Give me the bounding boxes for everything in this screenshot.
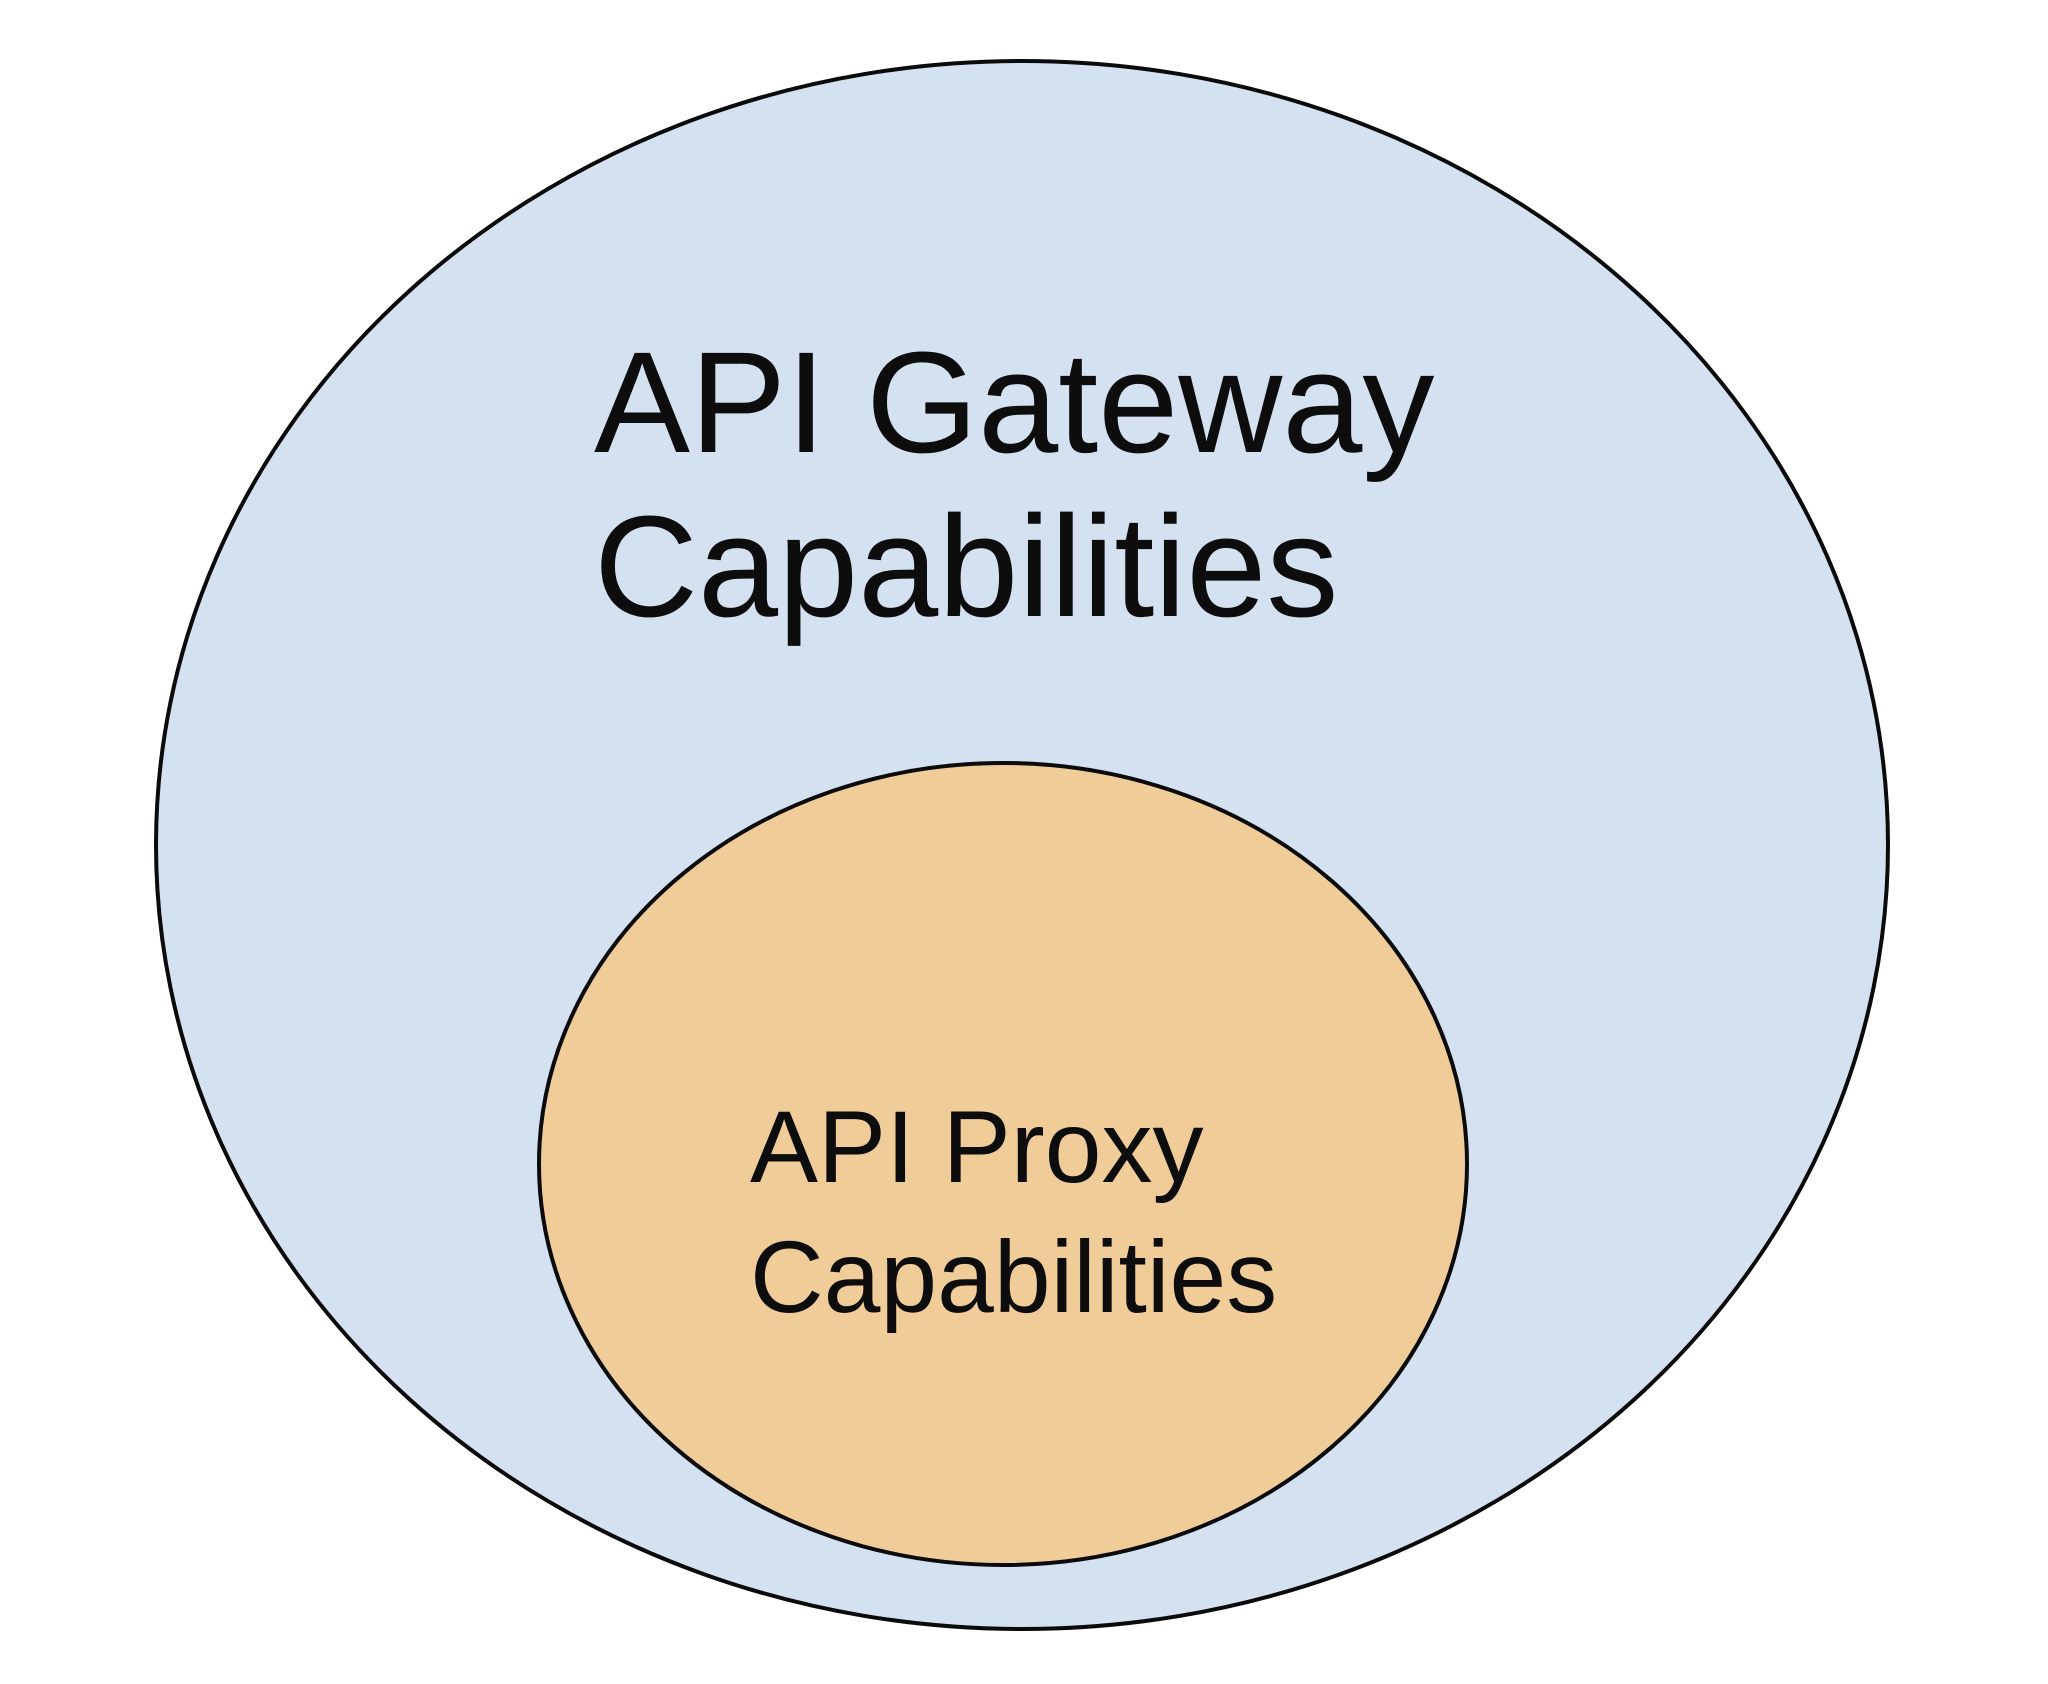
inner-ellipse-api-proxy xyxy=(537,761,1469,1567)
outer-set-label-line1: API Gateway xyxy=(594,322,1434,483)
inner-set-label-line1: API Proxy xyxy=(750,1090,1203,1204)
inner-set-label-line2: Capabilities xyxy=(750,1220,1277,1334)
outer-set-label-line2: Capabilities xyxy=(594,486,1338,647)
